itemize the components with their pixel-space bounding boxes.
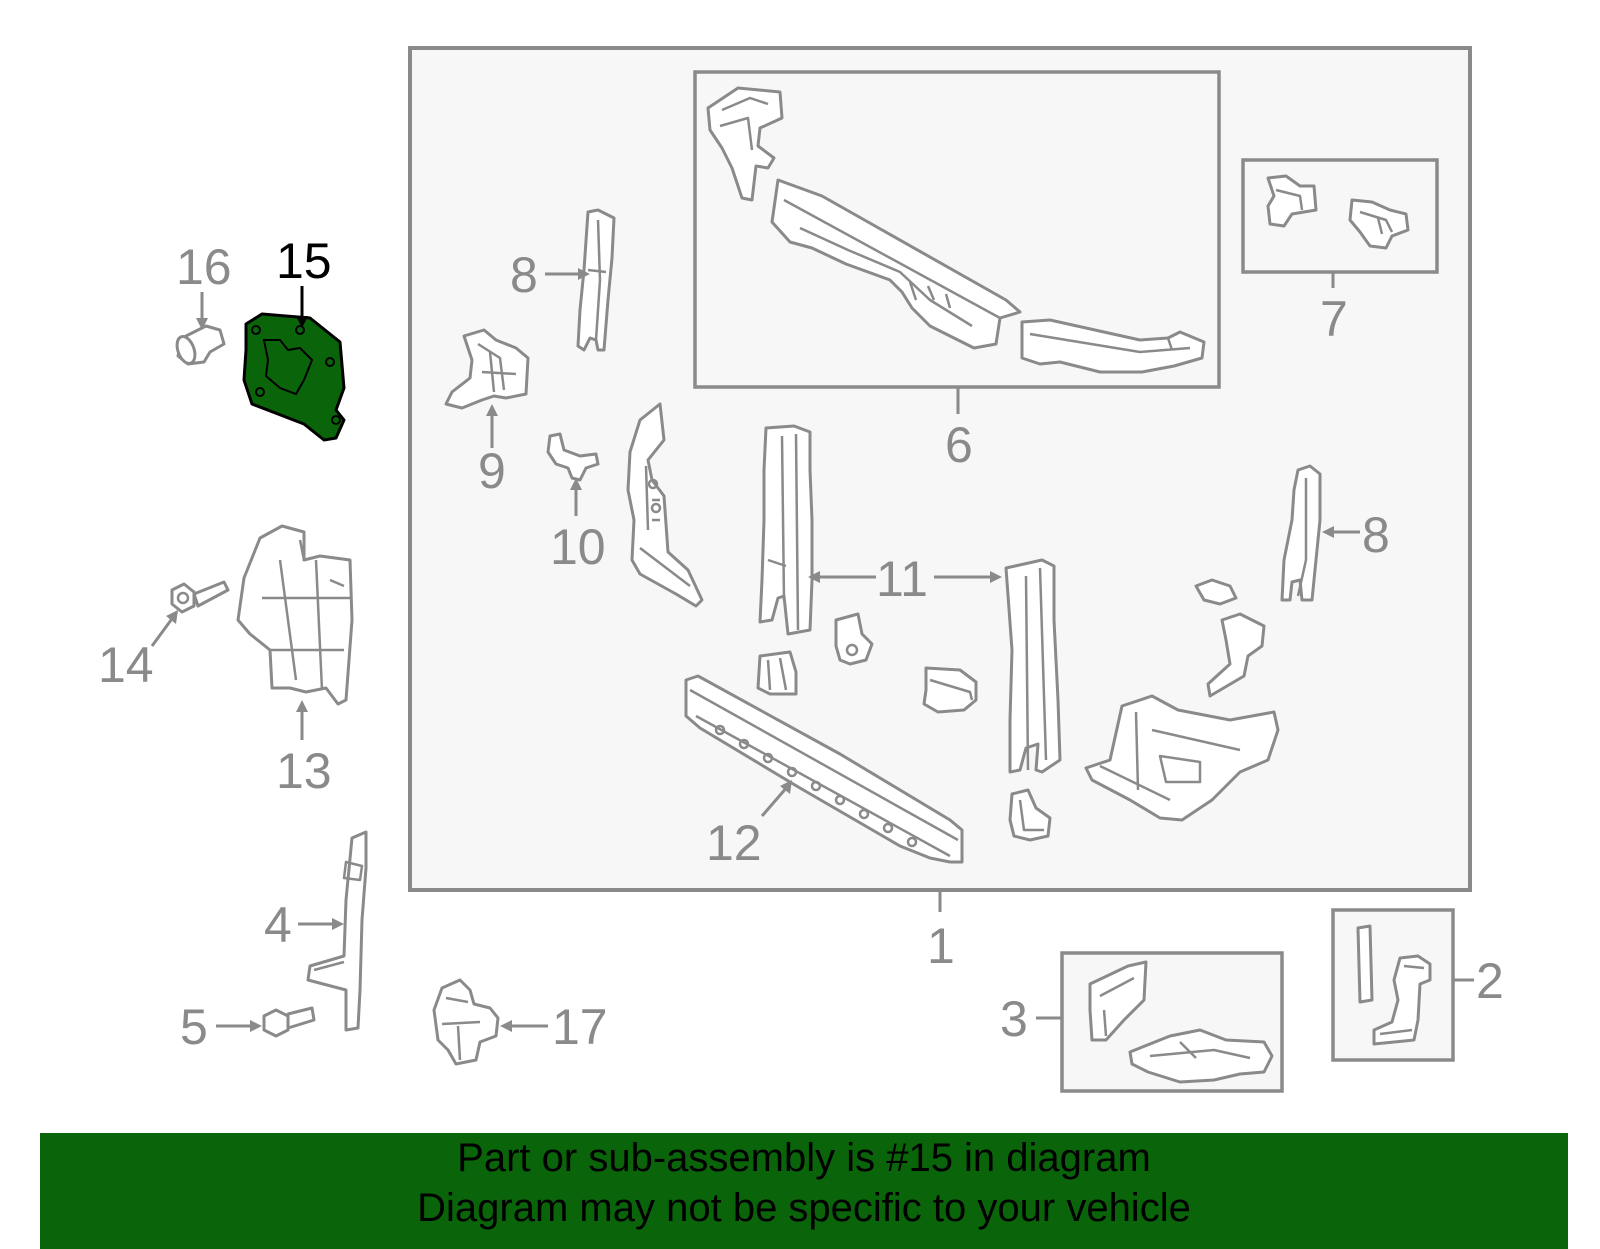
part-8-left-bracket — [576, 208, 616, 352]
leader-15 — [296, 286, 308, 328]
callout-5[interactable]: 5 — [180, 999, 208, 1055]
banner-line-1: Part or sub-assembly is #15 in diagram — [457, 1136, 1151, 1180]
part-10-bracket — [546, 432, 600, 482]
callout-2[interactable]: 2 — [1476, 953, 1504, 1009]
callout-6[interactable]: 6 — [945, 417, 973, 473]
leader-9 — [486, 404, 498, 448]
callout-8-left[interactable]: 8 — [510, 247, 538, 303]
leader-16 — [196, 292, 208, 330]
leader-13 — [296, 700, 308, 740]
part-7-brackets — [1266, 174, 1410, 250]
callout-15[interactable]: 15 — [276, 233, 332, 289]
leader-8b — [1322, 526, 1360, 538]
part-right-lower-brackets — [1084, 578, 1280, 822]
part-3-brackets — [1088, 960, 1274, 1084]
leader-8a — [545, 268, 590, 280]
leader-14 — [150, 610, 178, 647]
callout-11[interactable]: 11 — [876, 551, 928, 607]
part-side-panel — [626, 402, 704, 608]
callout-17[interactable]: 17 — [552, 999, 608, 1055]
callout-12[interactable]: 12 — [706, 815, 762, 871]
leader-17 — [500, 1020, 548, 1032]
callout-14[interactable]: 14 — [98, 637, 154, 693]
part-14-bolt — [170, 580, 230, 614]
part-11-support-pillars — [758, 424, 1062, 774]
part-8-right-bracket — [1280, 464, 1322, 602]
part-6-radiator-support-upper — [706, 86, 1206, 374]
part-16-clip — [175, 324, 226, 366]
part-9-bracket — [444, 328, 530, 410]
callout-4[interactable]: 4 — [264, 897, 292, 953]
callout-3[interactable]: 3 — [1000, 991, 1028, 1047]
leader-11 — [808, 571, 1002, 583]
leader-5 — [216, 1020, 262, 1032]
info-banner: Part or sub-assembly is #15 in diagram D… — [40, 1133, 1568, 1249]
part-4-bracket — [306, 830, 368, 1032]
part-13-bracket — [236, 524, 354, 706]
callout-8-right[interactable]: 8 — [1362, 507, 1390, 563]
callout-13[interactable]: 13 — [276, 743, 332, 799]
callout-7[interactable]: 7 — [1320, 291, 1348, 347]
part-17-clip — [432, 978, 500, 1066]
leader-10 — [570, 478, 582, 516]
leader-4 — [298, 918, 344, 930]
part-5-bolt — [262, 1006, 316, 1038]
callout-9[interactable]: 9 — [478, 443, 506, 499]
part-15-highlighted-plate[interactable] — [242, 312, 346, 442]
part-12-lower-crossmember — [684, 674, 964, 864]
callout-16[interactable]: 16 — [176, 239, 232, 295]
part-2-brackets — [1356, 924, 1432, 1046]
part-small-brackets — [756, 612, 1052, 842]
callout-10[interactable]: 10 — [550, 519, 606, 575]
leader-12 — [760, 780, 792, 817]
banner-line-2: Diagram may not be specific to your vehi… — [417, 1186, 1191, 1230]
callout-1[interactable]: 1 — [927, 918, 955, 974]
